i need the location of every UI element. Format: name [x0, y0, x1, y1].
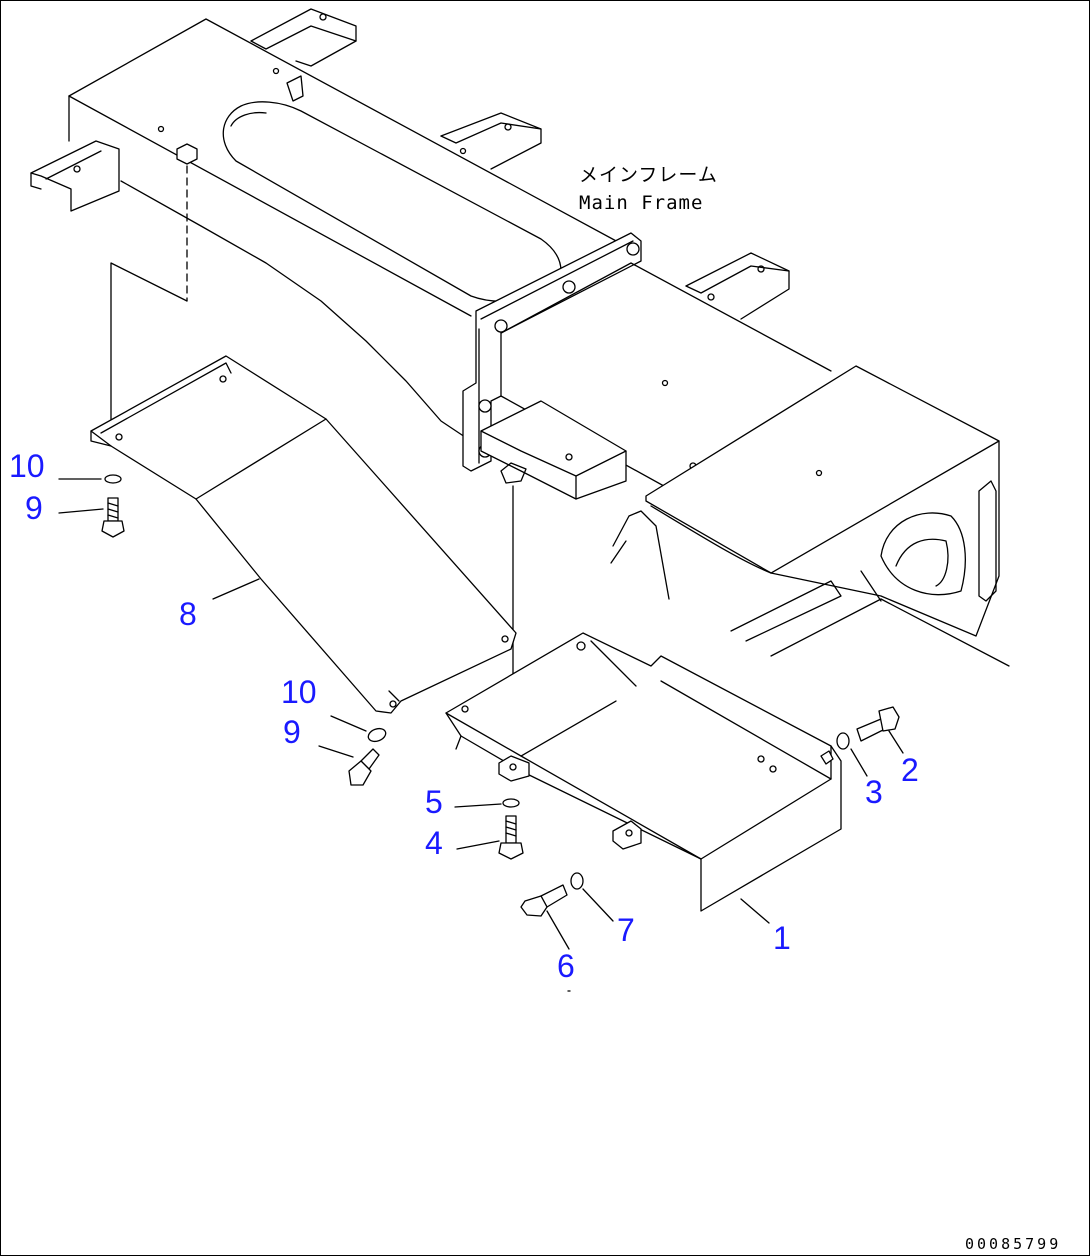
- bolt-9a: [101, 497, 125, 538]
- drawing-number: 00085799: [965, 1235, 1061, 1253]
- callout-9a: 9: [25, 490, 43, 526]
- main-frame-label-jp: メインフレーム: [579, 164, 718, 186]
- part-1-cover: [445, 632, 842, 912]
- callout-4: 4: [425, 825, 443, 861]
- callout-2: 2: [901, 752, 919, 788]
- main-frame-label-en: Main Frame: [579, 192, 703, 214]
- callout-9b: 9: [283, 714, 301, 750]
- bolt-9b: [348, 748, 380, 786]
- callout-6: 6: [557, 948, 575, 984]
- bolt-2: [856, 706, 900, 742]
- washer-10b: [367, 727, 387, 743]
- callout-8: 8: [179, 596, 197, 632]
- callout-5: 5: [425, 784, 443, 820]
- washer-7: [570, 872, 584, 890]
- callout-7: 7: [617, 912, 635, 948]
- callout-3: 3: [865, 774, 883, 810]
- callout-10b: 10: [281, 674, 317, 710]
- washer-5: [502, 798, 520, 808]
- callout-1: 1: [773, 920, 791, 956]
- callout-leaders: [58, 478, 904, 992]
- callout-10a: 10: [9, 448, 45, 484]
- washer-3: [836, 732, 850, 750]
- washer-10a: [104, 474, 122, 484]
- bolt-4: [498, 815, 524, 860]
- part-8-cover: [90, 355, 517, 714]
- main-frame: [30, 8, 1010, 667]
- bolt-6: [520, 884, 568, 917]
